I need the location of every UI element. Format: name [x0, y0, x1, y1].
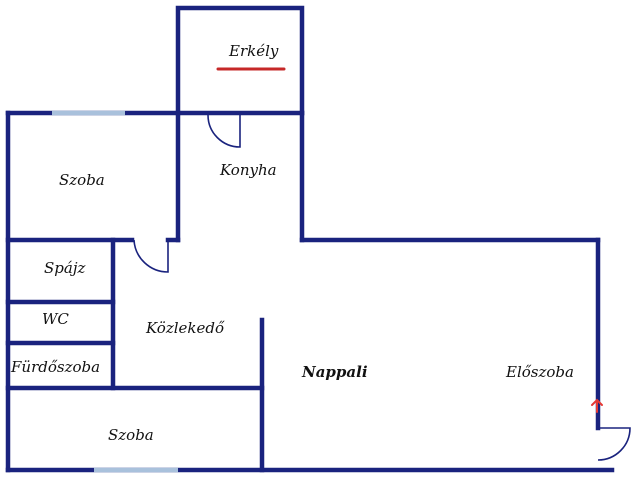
room-label-konyha: Konyha: [220, 161, 277, 179]
room-label-furdoszoba: Fürdőszoba: [11, 358, 101, 376]
room-label-erkely: Erkély: [229, 42, 279, 60]
room-label-szoba-bottom: Szoba: [108, 426, 154, 444]
room-label-wc: WC: [42, 310, 69, 328]
room-label-nappali: Nappali: [302, 363, 368, 381]
room-label-szoba-top: Szoba: [59, 171, 105, 189]
room-door: [133, 239, 169, 273]
entrance-arrow-icon: [591, 398, 603, 413]
room-label-spajz: Spájz: [44, 259, 86, 277]
room-label-kozlekedo: Közlekedő: [146, 319, 225, 337]
room-label-eloszoba: Előszoba: [506, 363, 574, 381]
entrance-door: [597, 427, 631, 461]
balcony-door: [207, 114, 241, 148]
balcony-walls: [175, 5, 305, 116]
